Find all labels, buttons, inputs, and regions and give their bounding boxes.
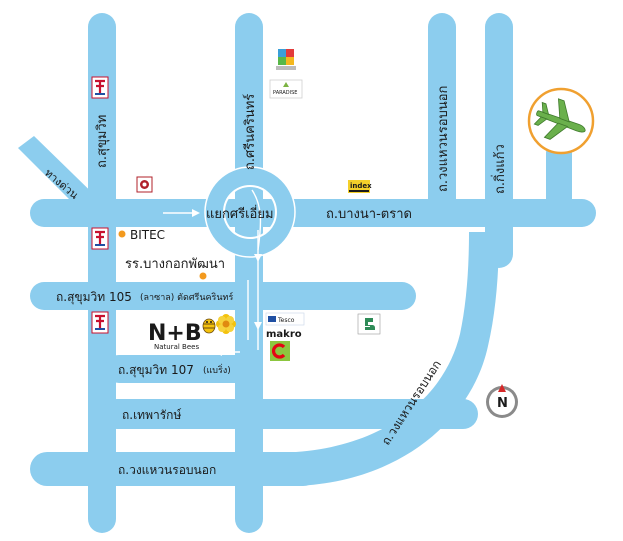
label-bitec: BITEC: [130, 228, 165, 242]
direction-arrow-icon: [214, 348, 222, 356]
road-thepharak: [102, 399, 478, 429]
label-sukhumvit-105: ถ.สุขุมวิท 105: [56, 290, 132, 305]
road-sukhumvit-105: [30, 282, 416, 310]
interchange-ring-inner: [223, 185, 277, 239]
label-sukhumvit-107-note: (แบริ่ง): [203, 363, 231, 376]
label-thepharak: ถ.เทพารักษ์: [122, 408, 182, 422]
paradise-logo-text: PARADISE: [273, 90, 297, 96]
interchange-ring-outer: [204, 166, 296, 258]
compass-icon: N: [486, 384, 518, 418]
label-sukhumvit-105-note: (ลาซาล) ตัดศรีนครินทร์: [140, 291, 233, 303]
bts-station-icon: [91, 311, 109, 334]
label-school: รร.บางกอกพัฒนา: [125, 257, 225, 272]
label-srinakarin: ถ.ศรีนครินทร์: [242, 94, 258, 170]
makro-logo: makro: [266, 329, 302, 340]
nb-logo-text: N+B: [148, 321, 202, 346]
index-logo-text: index: [350, 182, 372, 190]
direction-arrow-icon: [192, 209, 200, 217]
road-network: [18, 13, 596, 533]
label-kanchanaphisek-bottom: ถ.วงแหวนรอบนอก: [118, 463, 216, 477]
label-junction: แยกศรีเอี่ยม: [206, 205, 274, 222]
label-sukhumvit-107: ถ.สุขุมวิท 107: [118, 363, 194, 378]
road-kingkaeo-vertical: [485, 13, 513, 268]
nb-logo-subtext: Natural Bees: [154, 343, 199, 351]
bts-station-icon: [91, 76, 109, 99]
road-kanchanaphisek-curve: [296, 232, 499, 486]
road-kanchanaphisek-vertical: [428, 13, 456, 225]
compass-label: N: [497, 396, 508, 411]
road-kanchanaphisek-bottom: [30, 452, 320, 486]
interchange-ring: [205, 167, 295, 257]
bts-station-icon: [91, 227, 109, 250]
label-bangna-trat: ถ.บางนา-ตราด: [326, 207, 412, 222]
label-kingkaeo: ถ.กิ่งแก้ว: [491, 144, 508, 194]
supercheap-store-logo: [357, 313, 381, 335]
label-kanchanaphisek-vertical: ถ.วงแหวนรอบนอก: [436, 86, 451, 192]
paradise-park-logo: PARADISE: [269, 79, 303, 99]
label-sukhumvit: ถ.สุขุมวิท: [95, 115, 110, 168]
nb-natural-bees-logo: N+B Natural Bees: [148, 314, 236, 351]
mega-bangna-logo: [276, 49, 296, 70]
index-living-mall-logo: index: [348, 180, 372, 193]
route-guide: [163, 189, 262, 353]
tesco-logo-text: Tesco: [277, 317, 295, 324]
direction-arrows: [192, 209, 262, 356]
airport-plane-icon: [527, 87, 595, 155]
location-dot-icon: [118, 230, 126, 238]
direction-arrow-icon: [254, 254, 262, 262]
road-expressway: [18, 136, 112, 226]
road-bangna-trat: [30, 199, 596, 227]
road-sukhumvit-107: [105, 355, 255, 383]
tesco-lotus-logo: Tesco: [265, 312, 305, 326]
location-dot-icon: [199, 272, 207, 280]
direction-arrow-icon: [254, 322, 262, 330]
big-c-logo: [270, 341, 290, 361]
seacon-logo: [136, 176, 153, 193]
